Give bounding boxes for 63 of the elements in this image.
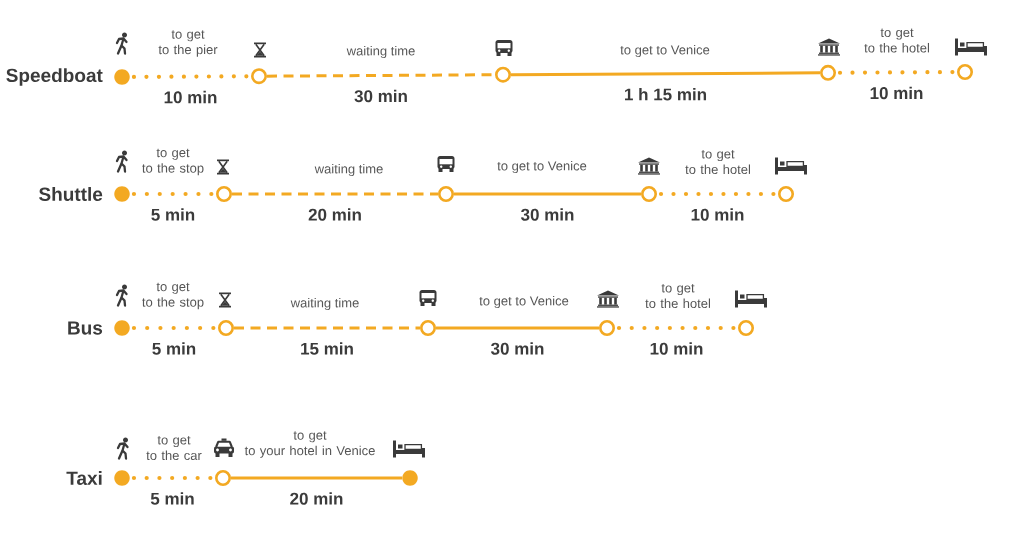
filled-dot <box>402 470 418 486</box>
edge-label: 5 min <box>149 491 196 506</box>
description-label: to get to the stop <box>142 282 204 310</box>
row-label: Bus <box>68 321 103 335</box>
edge-label: 20 min <box>307 207 363 222</box>
description-label: to get to the hotel <box>685 150 750 174</box>
route-line <box>131 325 217 331</box>
hollow-circle <box>420 320 436 336</box>
description-label: waiting time <box>346 45 415 59</box>
route-line <box>837 69 956 75</box>
hollow-circle <box>957 64 973 80</box>
description-label: to get to the hotel <box>645 284 710 308</box>
row-label: Taxi <box>66 471 102 485</box>
route-line <box>511 71 820 77</box>
hollow-circle <box>218 320 234 336</box>
edge-label: 10 min <box>162 89 219 105</box>
description-label: to get to your hotel in Venice <box>244 431 375 458</box>
edge-label: 10 min <box>868 85 925 101</box>
edge-label: 30 min <box>489 341 546 356</box>
route-line <box>454 192 641 196</box>
row-label: Shuttle <box>39 187 103 201</box>
hollow-circle <box>778 186 794 202</box>
hollow-circle <box>438 186 454 202</box>
edge-label: 10 min <box>689 207 746 222</box>
hollow-circle <box>738 320 754 336</box>
description-label: to get to Venice <box>497 160 587 174</box>
route-line <box>131 475 214 481</box>
hollow-circle <box>215 470 231 486</box>
edge-label: 10 min <box>648 341 705 356</box>
route-line <box>658 191 777 197</box>
hollow-circle <box>820 64 836 81</box>
description-label: to get to Venice <box>620 44 710 58</box>
description-label: waiting time <box>290 297 359 311</box>
filled-dot <box>114 320 130 336</box>
edge-label: 5 min <box>149 207 197 222</box>
filled-dot <box>114 470 130 486</box>
edge-label: 1 h 15 min <box>622 87 709 102</box>
route-line <box>232 192 438 196</box>
edge-label: 30 min <box>353 88 409 104</box>
edge-label: 15 min <box>299 341 355 356</box>
filled-dot <box>114 69 130 85</box>
hollow-circle <box>216 186 232 202</box>
description-label: to get to the car <box>146 436 202 460</box>
row-label: Speedboat <box>6 68 103 86</box>
edge-label: 5 min <box>150 341 198 356</box>
hollow-circle <box>495 66 511 83</box>
route-line <box>234 326 420 330</box>
description-label: to get to the stop <box>142 148 204 176</box>
route-line <box>616 325 737 331</box>
description-label: to get to the hotel <box>864 28 929 53</box>
route-line <box>131 74 250 80</box>
description-label: to get to Venice <box>479 295 569 309</box>
route-line <box>231 476 403 480</box>
route-line <box>436 326 599 330</box>
description-label: to get to the pier <box>158 30 218 57</box>
hollow-circle <box>641 186 657 202</box>
edge-label: 30 min <box>519 207 576 222</box>
description-label: waiting time <box>314 163 383 177</box>
filled-dot <box>114 186 130 202</box>
edge-label: 20 min <box>288 491 345 506</box>
hollow-circle <box>251 68 267 85</box>
hollow-circle <box>599 320 615 336</box>
route-line <box>131 191 215 197</box>
